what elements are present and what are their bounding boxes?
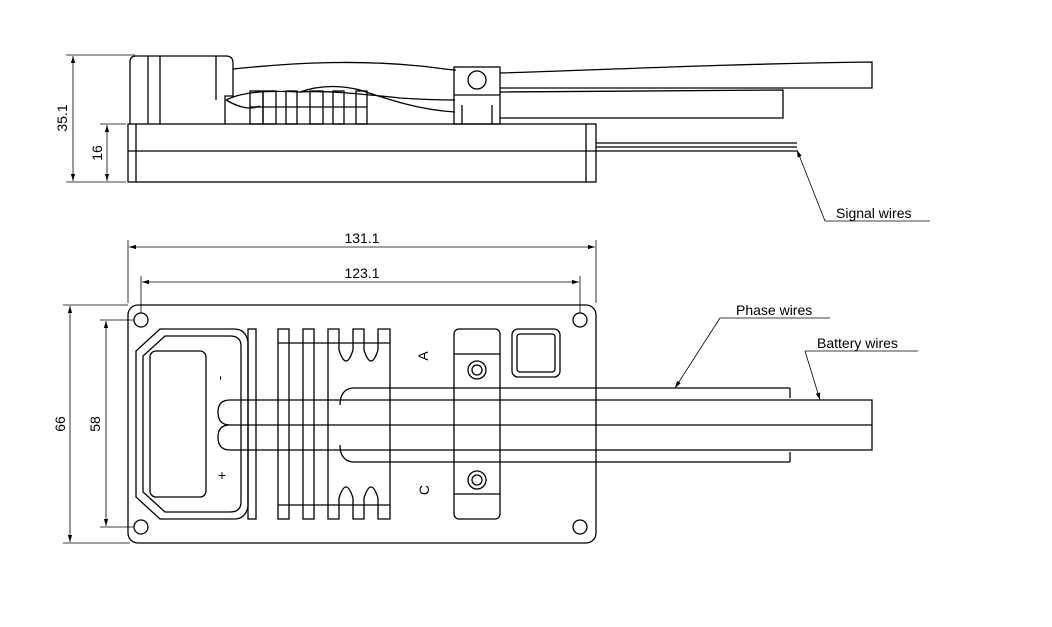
phase-c-marking: C <box>416 485 432 495</box>
heatsink-fins-top <box>277 328 391 520</box>
dim-overall-width: 66 <box>52 416 68 432</box>
minus-marking: - <box>214 376 230 381</box>
mounting-hole-icon <box>572 519 588 535</box>
dim-side-height: 35.1 <box>54 104 70 131</box>
label-phase-wires: Phase wires <box>736 302 812 318</box>
dim-base-height: 16 <box>89 145 105 161</box>
top-view: - + <box>52 230 918 544</box>
phase-a-marking: A <box>415 351 431 361</box>
battery-wires-top <box>217 399 873 451</box>
wire-top-upper <box>232 61 457 71</box>
mounting-hole-icon <box>133 519 149 535</box>
battery-connector: - + <box>135 328 257 520</box>
connector-side <box>129 55 234 124</box>
clamp-screw-icon <box>467 360 487 380</box>
base-plate-top <box>127 304 597 544</box>
label-battery-wires: Battery wires <box>817 335 898 351</box>
side-view: 35.1 16 Signal wires <box>54 54 930 222</box>
heatsink-fins-side <box>249 90 368 125</box>
clamp-screw-icon <box>467 470 487 490</box>
signal-wires-side <box>596 142 797 152</box>
phase-wires-top <box>339 387 791 463</box>
base-plate-side <box>127 123 597 183</box>
dim-overall-length: 131.1 <box>344 230 379 246</box>
label-signal-wires: Signal wires <box>836 205 911 221</box>
wire-clamp <box>453 328 501 520</box>
mounting-hole-icon <box>133 312 149 328</box>
signal-port <box>511 328 561 378</box>
dim-hole-spacing-width: 58 <box>87 416 103 432</box>
plus-marking: + <box>218 467 226 483</box>
mounting-hole-icon <box>572 312 588 328</box>
mounting-holes <box>133 312 588 535</box>
dim-hole-spacing-length: 123.1 <box>344 265 379 281</box>
